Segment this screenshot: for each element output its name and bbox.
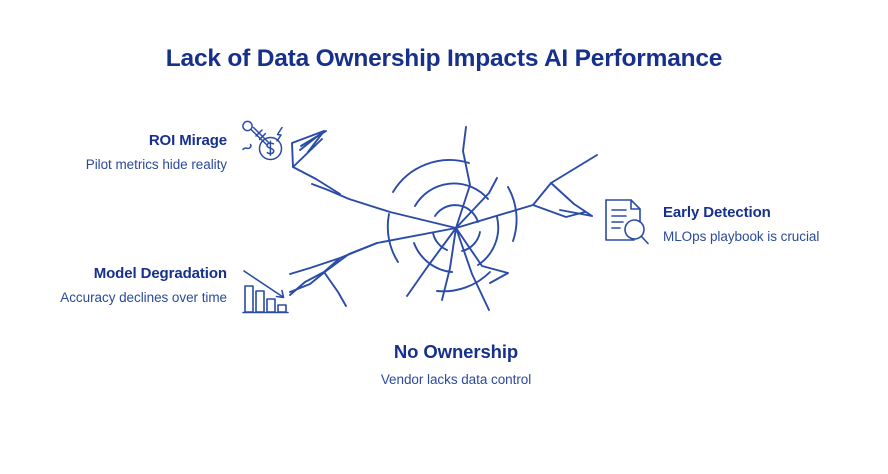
callout-model-degradation-subtitle: Accuracy declines over time (60, 290, 227, 305)
dollar-magnifier-lightning-icon (237, 116, 289, 168)
callout-early-detection-subtitle: MLOps playbook is crucial (663, 229, 820, 244)
document-magnifier-icon (599, 195, 651, 247)
page-title: Lack of Data Ownership Impacts AI Perfor… (165, 45, 723, 72)
callout-model-degradation-heading: Model Degradation (93, 265, 227, 282)
callout-roi-mirage: ROI Mirage Pilot metrics hide reality (27, 131, 227, 174)
callout-no-ownership-subtitle: Vendor lacks data control (380, 372, 532, 387)
declining-bar-chart-icon (239, 266, 291, 318)
callout-early-detection-heading: Early Detection (663, 204, 771, 221)
callout-no-ownership-heading: No Ownership (393, 341, 519, 362)
callout-model-degradation: Model Degradation Accuracy declines over… (36, 264, 227, 307)
callout-early-detection: Early Detection MLOps playbook is crucia… (663, 203, 873, 246)
callout-roi-mirage-heading: ROI Mirage (148, 132, 227, 149)
callout-no-ownership: No Ownership Vendor lacks data control (306, 340, 606, 389)
callout-roi-mirage-subtitle: Pilot metrics hide reality (85, 157, 227, 172)
